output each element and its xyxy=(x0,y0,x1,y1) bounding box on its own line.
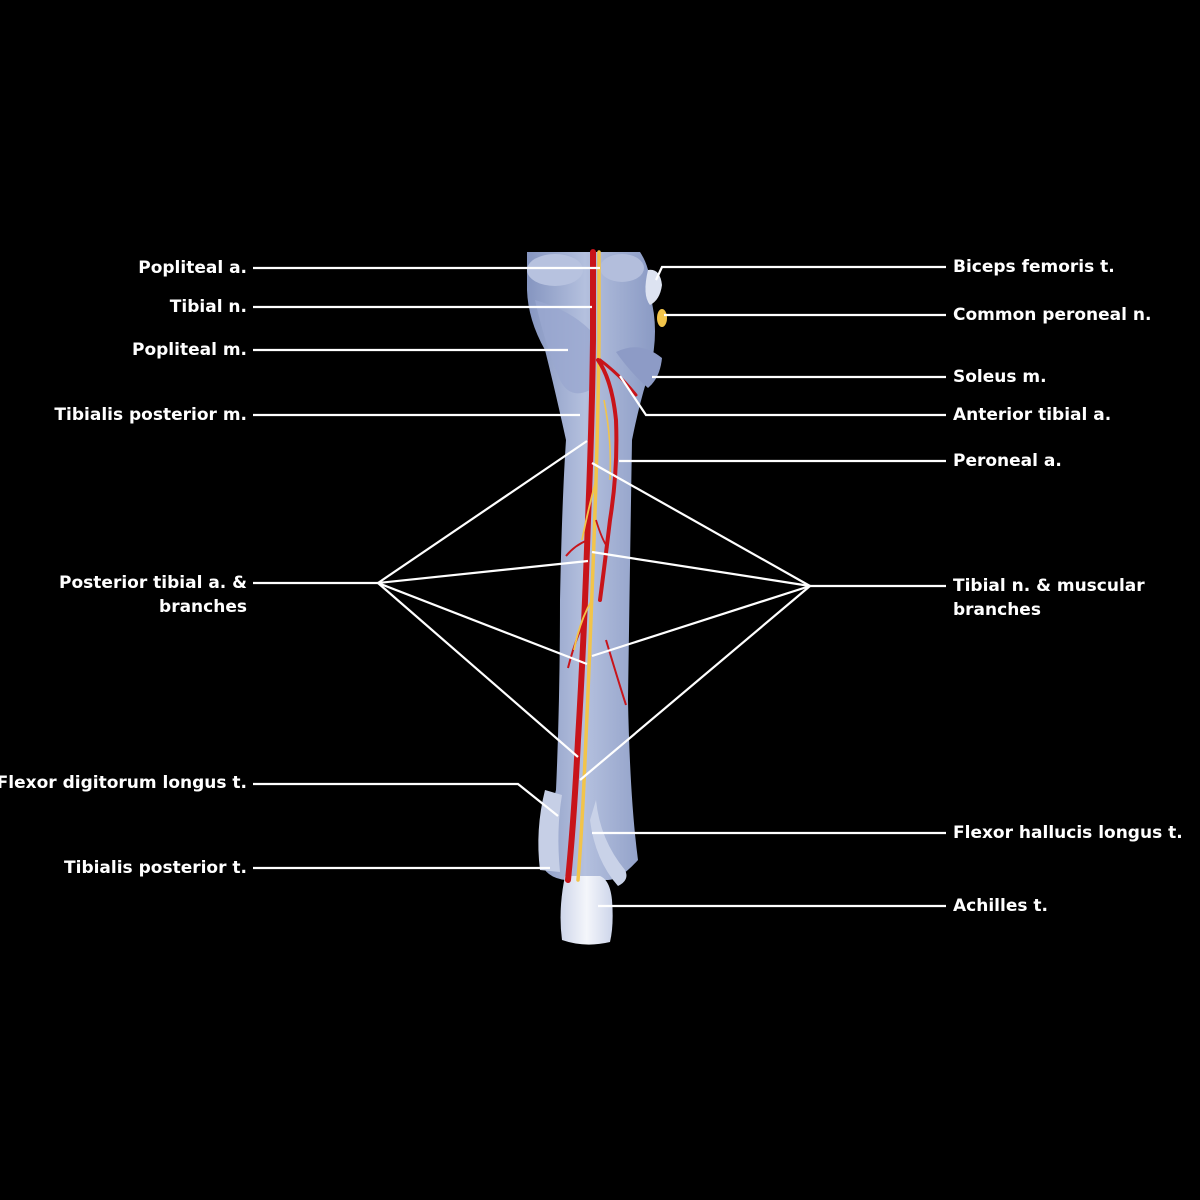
leader-posterior-tibial-4 xyxy=(377,582,579,758)
label-tibial-n-branches-line2: branches xyxy=(953,600,1041,620)
flexor-digitorum-tendon-shape xyxy=(538,790,562,872)
label-tibialis-posterior-t-text: Tibialis posterior t. xyxy=(64,858,247,878)
leader-tibial-branches-1 xyxy=(591,462,811,587)
label-popliteal-a-text: Popliteal a. xyxy=(138,258,247,278)
label-tibial-n-branches-line1: Tibial n. & muscular xyxy=(953,576,1145,596)
label-posterior-tibial-a: Posterior tibial a. & branches xyxy=(59,571,247,619)
tibial-nerve xyxy=(576,250,601,882)
label-flexor-digitorum-longus-t: Flexor digitorum longus t. xyxy=(0,771,247,795)
label-tibialis-posterior-t: Tibialis posterior t. xyxy=(64,856,247,880)
anterior-tibial-artery xyxy=(598,358,638,397)
label-soleus-m: Soleus m. xyxy=(953,365,1047,389)
common-peroneal-nerve-mark xyxy=(657,309,667,327)
leg-structure xyxy=(527,252,667,945)
label-popliteal-a: Popliteal a. xyxy=(138,256,247,280)
label-anterior-tibial-a: Anterior tibial a. xyxy=(953,403,1111,427)
label-tibial-n-branches: Tibial n. & muscular branches xyxy=(953,574,1145,622)
artery-branch-4 xyxy=(595,519,609,549)
label-tibialis-posterior-m: Tibialis posterior m. xyxy=(54,403,247,427)
achilles-tendon-shape xyxy=(560,876,613,945)
leader-tibial-branches-4 xyxy=(579,585,811,781)
label-popliteal-m-text: Popliteal m. xyxy=(131,340,247,360)
nerve-branch-1 xyxy=(581,479,597,541)
biceps-femoris-tendon-shape xyxy=(645,269,662,305)
label-posterior-tibial-line1: Posterior tibial a. & xyxy=(59,573,247,593)
label-common-peroneal-n-text: Common peroneal n. xyxy=(953,305,1152,325)
label-achilles-t-text: Achilles t. xyxy=(953,896,1048,916)
label-flexor-digitorum-longus-t-text: Flexor digitorum longus t. xyxy=(0,773,247,793)
leader-flexor-digitorum-longus xyxy=(253,782,559,817)
label-common-peroneal-n: Common peroneal n. xyxy=(953,303,1151,327)
label-biceps-femoris-t: Biceps femoris t. xyxy=(953,255,1115,279)
lateral-condyle xyxy=(600,254,644,282)
medial-condyle xyxy=(527,254,583,286)
soleus-cut xyxy=(616,347,662,388)
label-peroneal-a-text: Peroneal a. xyxy=(953,451,1062,471)
leader-posterior-tibial-2 xyxy=(377,559,589,585)
leader-posterior-tibial-3 xyxy=(377,581,588,666)
leader-posterior-tibial-1 xyxy=(377,440,588,584)
knee-region xyxy=(527,252,655,880)
label-biceps-femoris-t-text: Biceps femoris t. xyxy=(953,257,1115,277)
label-anterior-tibial-a-text: Anterior tibial a. xyxy=(953,405,1112,425)
leader-biceps-femoris xyxy=(655,265,946,281)
artery-branch-1 xyxy=(565,539,589,557)
label-popliteal-m: Popliteal m. xyxy=(132,338,247,362)
label-flexor-hallucis-longus-t: Flexor hallucis longus t. xyxy=(953,821,1183,845)
label-flexor-hallucis-longus-t-text: Flexor hallucis longus t. xyxy=(953,823,1183,843)
label-achilles-t: Achilles t. xyxy=(953,894,1048,918)
leader-lines xyxy=(253,265,946,908)
label-tibial-n: Tibial n. xyxy=(170,295,247,319)
leader-anterior-tibial xyxy=(619,375,946,417)
label-tibial-n-text: Tibial n. xyxy=(169,297,247,317)
leader-tibial-branches-2 xyxy=(591,550,811,588)
artery-branch-3 xyxy=(605,639,627,706)
label-peroneal-a: Peroneal a. xyxy=(953,449,1062,473)
leader-tibial-branches-3 xyxy=(591,584,811,658)
nerve-branch-2 xyxy=(573,599,593,651)
label-tibialis-posterior-m-text: Tibialis posterior m. xyxy=(54,405,247,425)
label-posterior-tibial-line2: branches xyxy=(159,597,247,617)
peroneal-artery xyxy=(596,358,619,602)
flexor-hallucis-tendon-shape xyxy=(590,800,627,886)
vessels-and-nerves xyxy=(565,249,638,883)
label-soleus-m-text: Soleus m. xyxy=(953,367,1047,387)
popliteal-muscle xyxy=(535,300,595,394)
